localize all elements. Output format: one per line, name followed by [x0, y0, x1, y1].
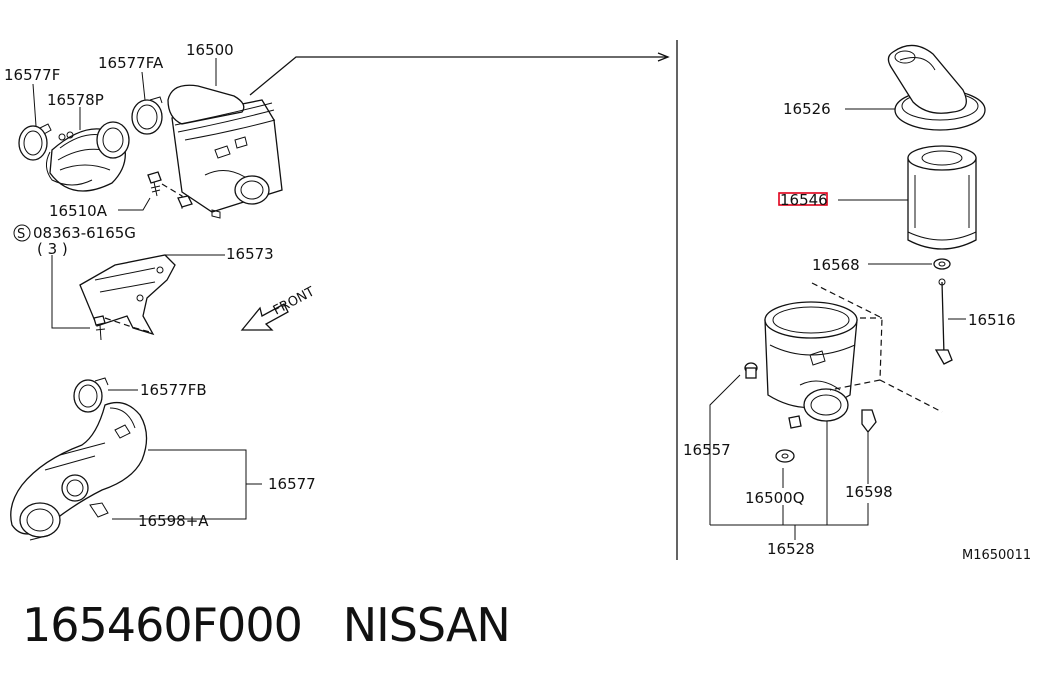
- s-symbol-text: S: [17, 227, 25, 242]
- label-16510a: 16510A: [49, 202, 108, 220]
- label-16500: 16500: [186, 41, 234, 59]
- label-16528: 16528: [767, 540, 815, 558]
- nut-16500q: [775, 415, 802, 463]
- clip-16598: [861, 409, 877, 434]
- label-16557: 16557: [683, 441, 731, 459]
- label-16598a: 16598+A: [138, 512, 209, 530]
- label-16546: 16546: [780, 191, 828, 209]
- label-16516: 16516: [968, 311, 1016, 329]
- rod-16516: [934, 278, 953, 365]
- figure-code: M1650011: [962, 548, 1031, 563]
- clamp-16577fb: [73, 377, 109, 413]
- highlight-box-16546: [778, 192, 828, 206]
- cover-16526: [887, 44, 986, 131]
- part-caption: 165460F000 NISSAN: [22, 598, 511, 652]
- bolt-16510a: [147, 171, 162, 197]
- label-08363-6165g: 08363-6165G: [33, 224, 136, 242]
- label-16500q: 16500Q: [745, 489, 805, 507]
- label-16578p: 16578P: [47, 91, 104, 109]
- clamp-16577f: [18, 123, 52, 161]
- label-16577: 16577: [268, 475, 316, 493]
- caption-spacer: [302, 598, 343, 652]
- label-16568: 16568: [812, 256, 860, 274]
- label-qty-3: ( 3 ): [37, 240, 68, 258]
- bracket-16573: [79, 254, 176, 336]
- s-symbol: S: [13, 224, 31, 242]
- label-16577fa: 16577FA: [98, 54, 164, 72]
- bolt-08363: [93, 315, 106, 341]
- grommet-16557: [744, 362, 758, 379]
- hose-16578p: [46, 121, 130, 192]
- caption-brand: NISSAN: [342, 598, 511, 652]
- washer-16568: [933, 258, 951, 270]
- clamp-16577fa: [131, 96, 163, 135]
- label-16577f: 16577F: [4, 66, 60, 84]
- label-16573: 16573: [226, 245, 274, 263]
- caption-part-number: 165460F000: [22, 598, 303, 652]
- duct-16577: [10, 401, 148, 541]
- front-label: FRONT: [271, 284, 317, 318]
- label-16598: 16598: [845, 483, 893, 501]
- label-16526: 16526: [783, 100, 831, 118]
- front-arrow: [240, 303, 289, 331]
- filter-element-16546: [907, 145, 977, 250]
- air-cleaner-16500: [167, 84, 283, 219]
- label-16577fb: 16577FB: [140, 381, 207, 399]
- lower-housing-16528: [764, 301, 858, 422]
